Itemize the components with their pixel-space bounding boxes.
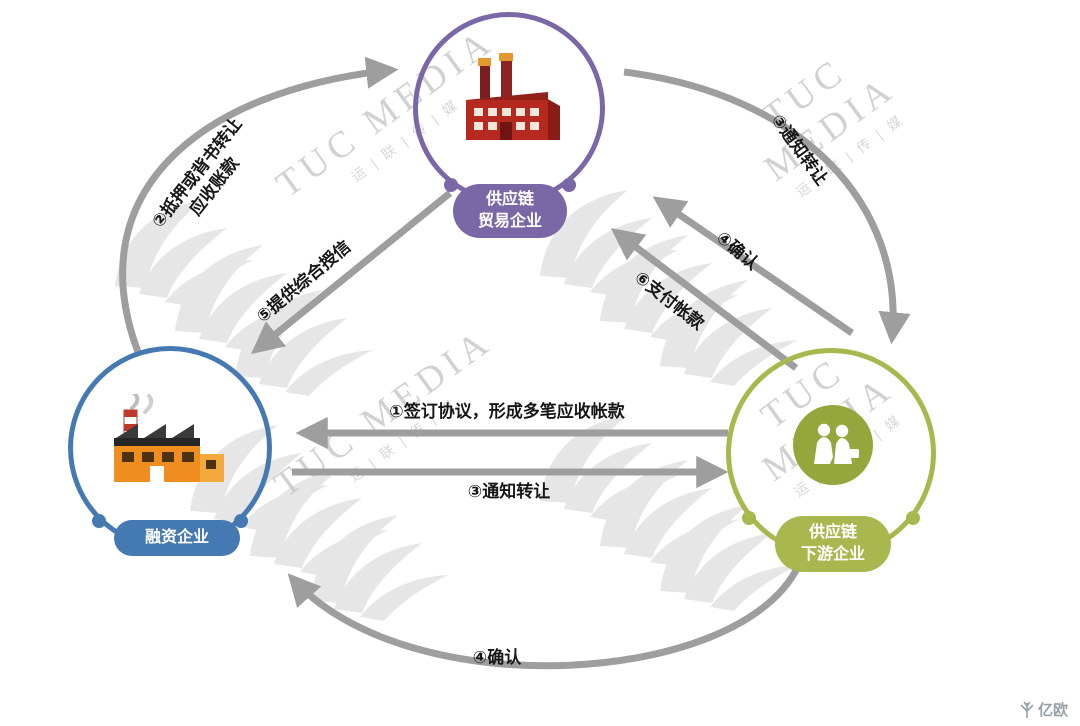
circle-cap [742,511,756,525]
arrow-confirm-downstream-to-financing [287,560,804,670]
circle-cap [906,511,920,525]
badge-financing-label: 融资企业 [144,529,209,547]
badge-downstream-line2: 下游企业 [800,546,865,563]
label-sign: ①签订协议，形成多笔应收帐款 [389,401,625,421]
arrow-credit-trade-to-financing [250,190,453,355]
badge-downstream-line1: 供应链 [808,524,857,542]
trade-factory-icon [450,52,568,153]
arrow-pledge-financing-to-trade [119,56,399,354]
label-notify-mid: ③通知转让 [467,481,551,501]
label-confirm-bottom: ④确认 [472,647,522,667]
arrow-notify-trade-to-downstream [623,68,911,345]
yiou-logo: 亿欧 [1020,699,1068,720]
yiou-logo-text: 亿欧 [1037,702,1068,719]
financing-factory-icon [102,392,234,499]
circle-cap [234,514,248,528]
badge-financing-enterprise: 融资企业 [114,520,240,556]
badge-trade-enterprise: 供应链 贸易企业 [453,184,567,238]
badge-downstream-enterprise: 供应链 下游企业 [775,516,891,572]
circle-cap [562,178,576,192]
yiou-logo-icon [1020,701,1034,718]
circle-cap [444,178,458,192]
circle-cap [92,514,106,528]
arrow-confirm-downstream-to-trade [652,196,854,336]
badge-trade-line1: 供应链 [485,191,534,209]
downstream-people-icon [790,402,876,493]
badge-trade-line2: 贸易企业 [477,213,542,230]
arrow-pay-downstream-to-trade [610,228,799,371]
